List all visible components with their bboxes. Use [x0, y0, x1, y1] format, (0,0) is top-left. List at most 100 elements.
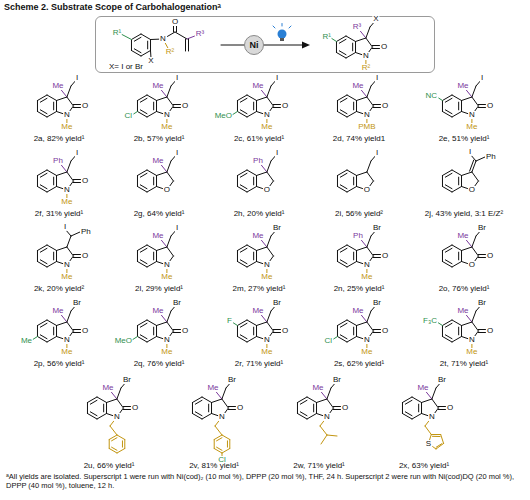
compound-caption: 2v, 81% yield¹ — [188, 462, 240, 470]
compound-caption: 2r, 71% yield¹ — [234, 360, 284, 368]
bond-line — [217, 438, 222, 441]
atom-label: N — [63, 261, 71, 269]
bond-line — [141, 51, 151, 57]
bond-line — [267, 322, 274, 331]
atom-label: O — [468, 261, 476, 269]
atom-label: Me — [160, 348, 173, 356]
atom-label: Br — [72, 299, 82, 307]
atom-label: Br — [172, 299, 182, 307]
bond-line — [445, 185, 452, 189]
bond-line — [356, 176, 357, 187]
bond-line — [167, 236, 171, 247]
atom-label: O — [81, 102, 89, 110]
atom-label: O — [281, 102, 289, 110]
bond-line — [267, 236, 271, 247]
bond-line — [153, 252, 154, 260]
atom-label: N — [163, 261, 171, 269]
atom-label: Br — [437, 376, 447, 384]
atom-label: Ph — [485, 153, 497, 161]
compound-caption: 2f, 31% yield¹ — [34, 210, 84, 218]
bond-line — [156, 101, 157, 112]
atom-label: Me — [360, 273, 373, 281]
atom-label: Cl — [323, 337, 333, 345]
bond-line — [452, 320, 462, 326]
bond-line — [452, 262, 462, 268]
bond-line — [432, 399, 439, 408]
bond-line — [134, 37, 141, 41]
bond-line — [472, 322, 479, 331]
bond-line — [355, 42, 356, 53]
bond-line — [337, 176, 338, 187]
compound-caption: 2h, 20% yield¹ — [233, 210, 286, 218]
bond-line — [253, 102, 254, 110]
bond-line — [122, 441, 123, 447]
bond-line — [367, 172, 374, 181]
bond-line — [421, 403, 422, 414]
bond-line — [327, 399, 334, 408]
atom-label: I — [375, 149, 379, 157]
bond-line — [470, 160, 474, 171]
atom-label: MeO — [114, 337, 133, 345]
bond-line — [157, 247, 167, 251]
atom-label: Br — [372, 224, 382, 232]
bond-line — [227, 441, 228, 447]
bond-line — [147, 95, 157, 101]
bond-line — [53, 252, 54, 260]
atom-label: N — [218, 413, 226, 421]
atom-label: X — [147, 57, 154, 65]
bond-line — [445, 260, 452, 264]
bond-line — [37, 251, 38, 262]
note-label: X= I or Br — [108, 63, 144, 71]
bond-line — [356, 101, 357, 112]
atom-label: Ph — [52, 157, 64, 165]
reaction-scheme-box: R¹XNR²R³OXR³ONR²R¹X= I or BrNi — [95, 16, 435, 73]
atom-label: Me — [60, 348, 73, 356]
bond-line — [405, 400, 412, 404]
bond-line — [229, 440, 230, 449]
bond-line — [431, 434, 440, 435]
bond-line — [110, 426, 117, 435]
bond-line — [317, 399, 327, 403]
atom-label: O — [381, 102, 389, 110]
bond-line — [347, 95, 357, 101]
bond-line — [247, 262, 257, 268]
bond-line — [67, 311, 71, 322]
bond-line — [137, 176, 138, 187]
bond-line — [256, 101, 257, 112]
bond-line — [267, 311, 271, 322]
atom-label: N — [163, 111, 171, 119]
atom-label: N — [263, 336, 271, 344]
bond-line — [366, 38, 373, 47]
bond-line — [57, 172, 67, 176]
atom-label: N — [113, 413, 121, 421]
atom-label: N — [468, 111, 476, 119]
bond-line — [140, 185, 147, 189]
atom-label: O — [341, 404, 349, 412]
bond-line — [247, 95, 257, 101]
bond-line — [357, 322, 367, 326]
atom-label: O — [181, 102, 189, 110]
atom-label: I — [468, 148, 472, 156]
compound-caption: 2w, 71% yield¹ — [292, 462, 346, 470]
atom-label: Me — [260, 123, 273, 131]
bond-line — [452, 337, 462, 343]
bond-line — [53, 327, 54, 335]
bond-line — [337, 251, 338, 262]
compound-caption: 2d, 74% yield1 — [332, 135, 386, 143]
bond-line — [367, 311, 371, 322]
bond-line — [273, 26, 275, 28]
bond-line — [107, 399, 117, 403]
bond-line — [90, 400, 97, 404]
bond-line — [47, 95, 57, 101]
bond-line — [462, 322, 472, 326]
atom-label: N — [63, 186, 71, 194]
bond-line — [211, 403, 212, 414]
bond-line — [140, 260, 147, 264]
atom-label: MeO — [214, 112, 233, 120]
bond-line — [472, 86, 476, 97]
atom-label: Me — [151, 82, 164, 90]
bond-line — [432, 388, 436, 399]
bond-line — [289, 26, 291, 28]
compound-caption: 2p, 56% yield¹ — [33, 360, 86, 368]
bond-line — [257, 247, 267, 251]
